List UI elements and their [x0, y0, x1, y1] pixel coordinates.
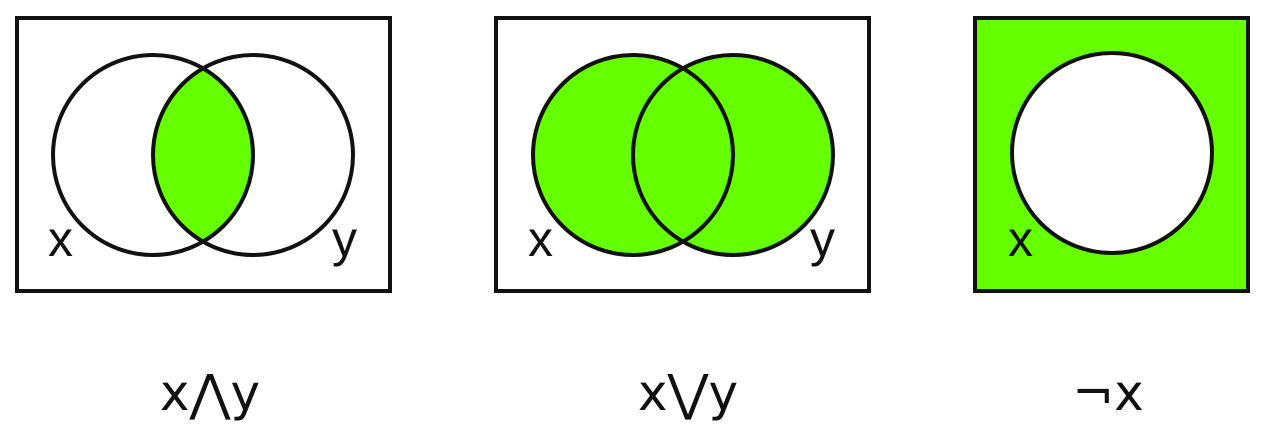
set-y-label: y	[332, 211, 357, 267]
panel-caption-and: x⋀y	[160, 364, 260, 422]
set-x-circle	[1010, 51, 1214, 255]
set-x-circle	[531, 53, 735, 257]
set-y-circle	[151, 53, 355, 257]
panel-caption-or: x⋁y	[638, 364, 738, 422]
set-y-circle	[631, 53, 835, 257]
set-x-label: x	[528, 211, 553, 267]
intersection-fill	[153, 55, 253, 255]
panel-caption-not: ¬x	[1072, 364, 1143, 422]
set-x-circle	[51, 53, 255, 257]
panel-or: x y x⋁y	[494, 16, 871, 422]
panel-and: x y x⋀y	[15, 16, 392, 422]
set-x-label: x	[1008, 211, 1033, 267]
panel-not: x ¬x	[973, 16, 1250, 422]
set-x-label: x	[48, 211, 73, 267]
set-y-label: y	[810, 211, 835, 267]
